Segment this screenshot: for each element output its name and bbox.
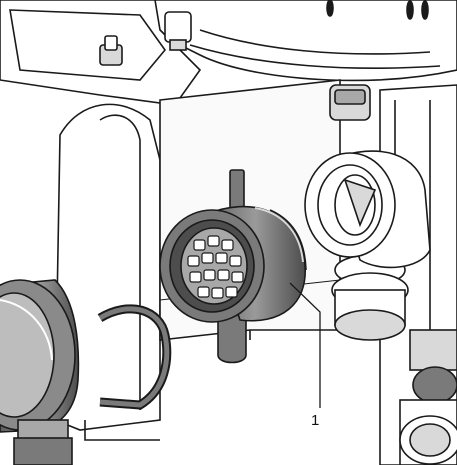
filter-mesh xyxy=(187,235,244,299)
frame-leg xyxy=(54,103,161,441)
drain-valve xyxy=(399,329,457,465)
callout-leader-line xyxy=(289,282,321,408)
pipe-elbow xyxy=(304,150,431,269)
bolt xyxy=(164,11,192,51)
pin xyxy=(217,169,247,364)
retaining-clip xyxy=(97,304,172,410)
top-housing xyxy=(149,0,457,82)
hose-fitting xyxy=(13,419,73,465)
callout-label: 1 xyxy=(311,412,320,429)
pipe-coupling xyxy=(0,279,80,433)
mounting-bracket xyxy=(0,0,202,106)
filter-connector xyxy=(159,205,307,323)
